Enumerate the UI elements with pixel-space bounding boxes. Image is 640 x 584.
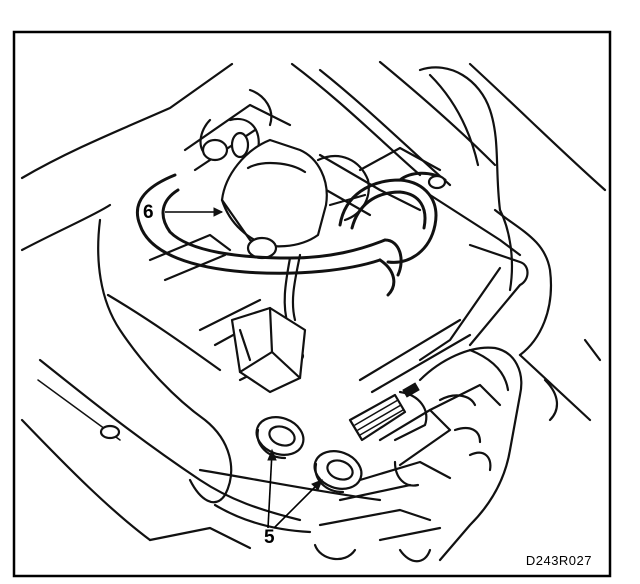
leader-lines bbox=[165, 207, 323, 529]
bracket-frame bbox=[148, 88, 529, 382]
lower-mechanism bbox=[230, 306, 502, 467]
upper-housing bbox=[290, 60, 607, 357]
part-5-bushings bbox=[255, 416, 363, 494]
hose-assembly bbox=[136, 171, 447, 362]
part-6-actuator bbox=[220, 138, 370, 260]
figure-frame bbox=[12, 30, 612, 578]
lower-housing bbox=[313, 338, 602, 563]
callout-part-5: 5 bbox=[264, 527, 275, 548]
callout-part-6: 6 bbox=[143, 202, 154, 223]
leader-part-5-b bbox=[273, 481, 321, 529]
leader-part-5-a bbox=[267, 451, 273, 529]
housing-body bbox=[20, 62, 382, 550]
figure-code: D243R027 bbox=[525, 553, 592, 568]
